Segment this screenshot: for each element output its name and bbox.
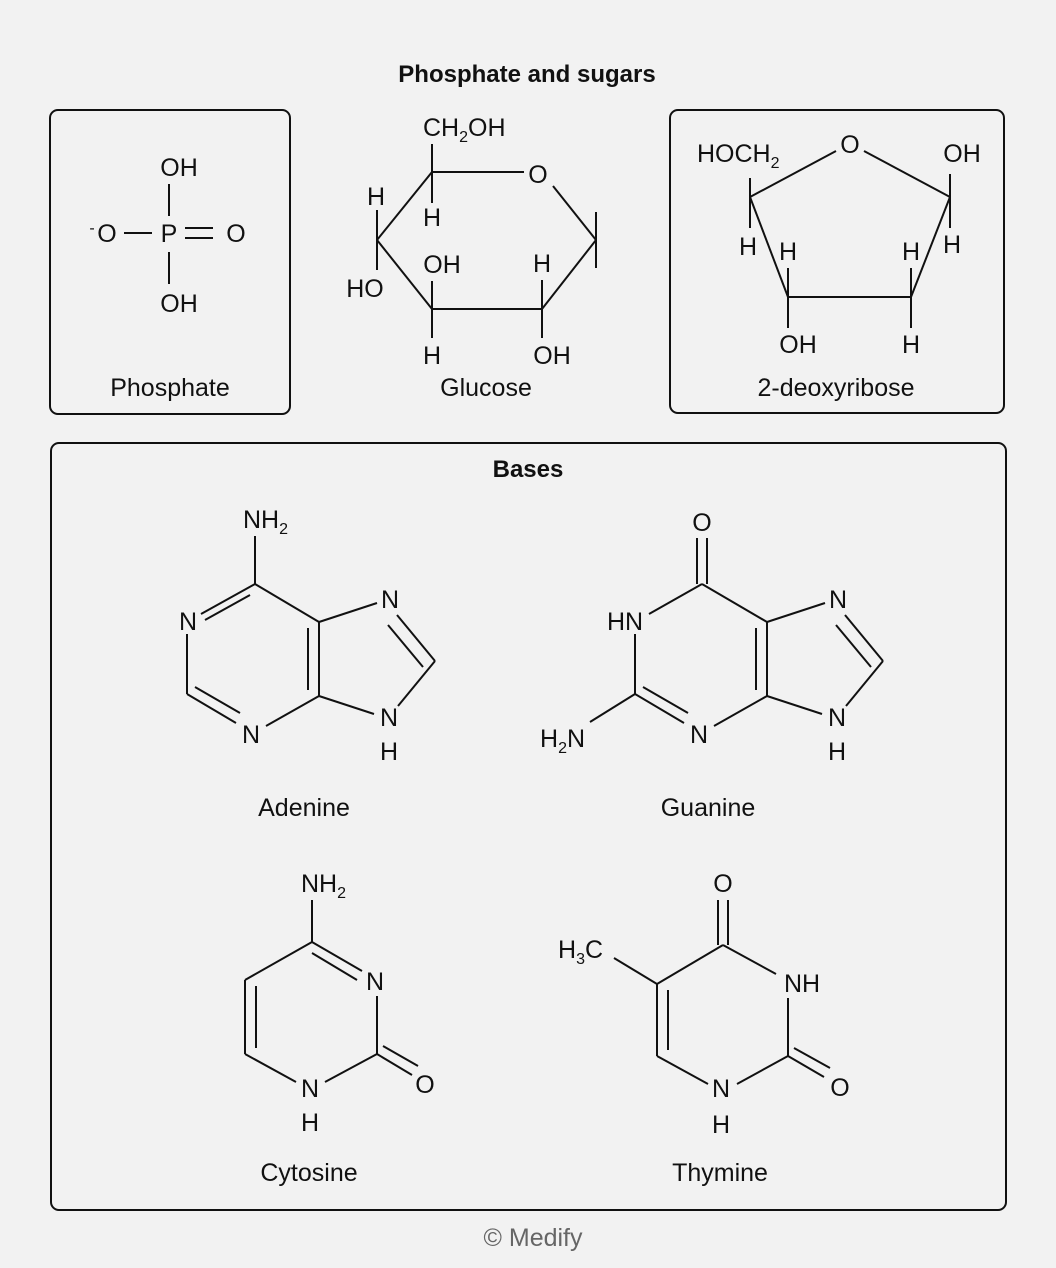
adenine-structure: NH2 N N N N H [179,506,436,766]
adenine-h9: H [380,738,398,766]
glucose-h-c3: H [423,342,441,370]
glucose-h-c5-up: H [367,183,385,211]
phosphate-caption: Phosphate [110,374,230,402]
thymine-o-top: O [713,870,732,898]
glucose-oh-c2: OH [533,342,571,370]
copyright-credit: © Medify [484,1224,583,1252]
phosphate-oh-top: OH [160,154,198,182]
glucose-ring-o: O [528,161,547,189]
cytosine-n1: N [301,1075,319,1103]
deoxyribose-ring-o: O [840,131,859,159]
guanine-structure: O HN N H2N N N H [540,509,884,766]
glucose-caption: Glucose [440,374,532,402]
cytosine-nh2: NH2 [301,870,346,902]
phosphate-structure: OH - O P O OH [89,154,245,318]
deoxyribose-caption: 2-deoxyribose [757,374,914,402]
guanine-n3: N [690,721,708,749]
glucose-oh-c3: OH [423,251,461,279]
adenine-n9: N [380,704,398,732]
glucose-structure: CH2OH O H H HO OH H H OH [346,114,597,370]
thymine-nh: NH [784,970,820,998]
guanine-h9: H [828,738,846,766]
adenine-n3: N [242,721,260,749]
guanine-hn: HN [607,608,643,636]
bases-heading: Bases [493,456,564,483]
deoxyribose-h-c4b: H [779,238,797,266]
thymine-h3c: H3C [558,936,603,968]
guanine-n9: N [828,704,846,732]
deoxyribose-hoch2: HOCH2 [697,140,780,172]
cytosine-h1: H [301,1109,319,1137]
glucose-ch2oh: CH2OH [423,114,506,146]
cytosine-structure: NH2 N O N H [244,870,435,1137]
phosphate-p: P [161,220,178,248]
phosphate-o-double: O [226,220,245,248]
phosphate-o-minus-charge: - [89,220,94,237]
adenine-n7: N [381,586,399,614]
cytosine-n3: N [366,968,384,996]
adenine-nh2: NH2 [243,506,288,538]
glucose-h-c5-down: H [423,204,441,232]
phosphate-box [49,109,291,415]
guanine-h2n: H2N [540,725,585,757]
deoxyribose-h-c2-down: H [902,331,920,359]
deoxyribose-box [669,109,1005,414]
guanine-o: O [692,509,711,537]
adenine-n1: N [179,608,197,636]
glucose-ho-c4: HO [346,275,384,303]
bases-box [50,442,1007,1211]
thymine-n1: N [712,1075,730,1103]
thymine-structure: O H3C NH O N H [558,870,850,1139]
guanine-n7: N [829,586,847,614]
thymine-o-right: O [830,1074,849,1102]
phosphate-o-minus: O [97,220,116,248]
thymine-caption: Thymine [672,1159,768,1187]
phosphate-oh-bottom: OH [160,290,198,318]
deoxyribose-structure: HOCH2 O OH H H H H OH H [697,131,981,359]
thymine-h1: H [712,1111,730,1139]
cytosine-caption: Cytosine [260,1159,357,1187]
deoxyribose-oh-c3: OH [779,331,817,359]
deoxyribose-h-c4a: H [739,233,757,261]
deoxyribose-h-c2-up: H [902,238,920,266]
deoxyribose-h-c1: H [943,231,961,259]
sugars-heading: Phosphate and sugars [398,61,655,88]
cytosine-o: O [415,1071,434,1099]
glucose-h-c2: H [533,250,551,278]
guanine-caption: Guanine [661,794,756,822]
adenine-caption: Adenine [258,794,350,822]
deoxyribose-oh-c1: OH [943,140,981,168]
